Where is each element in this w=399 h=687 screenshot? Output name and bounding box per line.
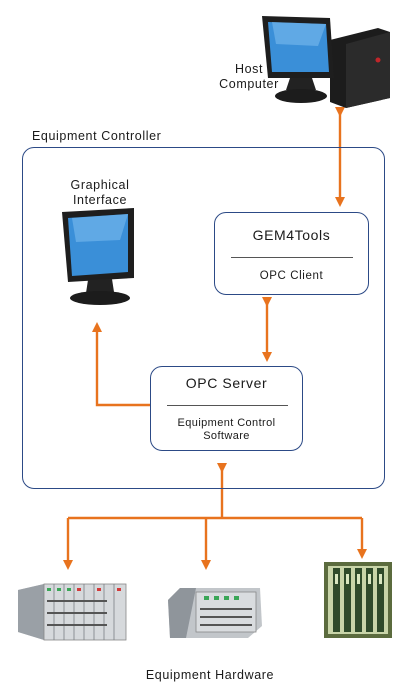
gem4tools-title: GEM4Tools (252, 227, 331, 243)
opc-server-subtitle: Equipment Control Software (177, 417, 276, 442)
equipment-controller-frame (22, 147, 385, 489)
opc-server-title: OPC Server (185, 375, 268, 391)
equipment-controller-label: Equipment Controller (32, 129, 162, 143)
equipment-hardware-label: Equipment Hardware (145, 668, 275, 682)
graphical-interface-label: Graphical Interface (70, 178, 130, 207)
opc-server-to-graphical-interface-arrow (92, 322, 150, 407)
gem4tools-divider (231, 257, 353, 258)
opc-server-box: OPC Server Equipment Control Software (150, 366, 303, 451)
host-computer-label: Host Computer (219, 62, 279, 91)
opc-server-divider (167, 405, 288, 406)
gem4tools-subtitle: OPC Client (259, 270, 324, 282)
gem4tools-box: GEM4Tools OPC Client (214, 212, 369, 295)
